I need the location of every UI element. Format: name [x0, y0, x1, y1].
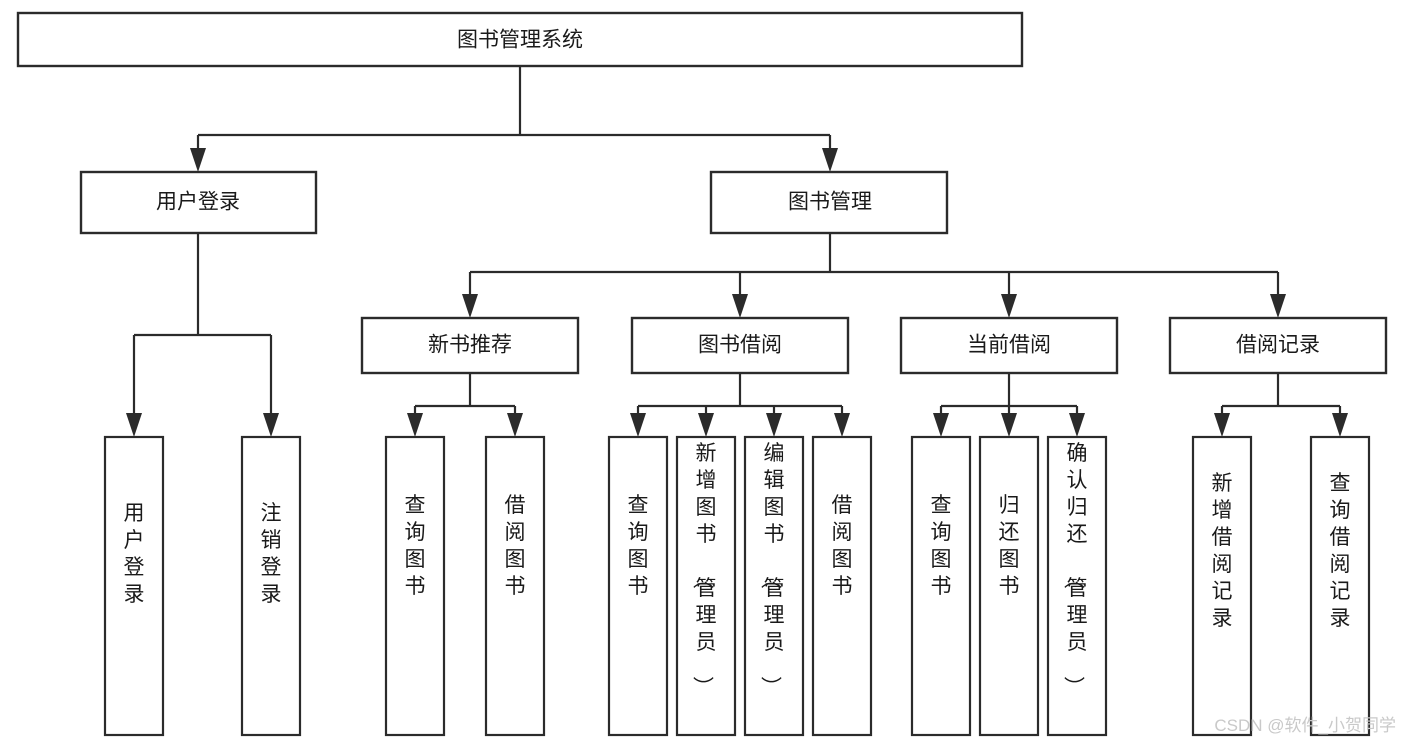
connector-layer [126, 66, 1348, 437]
node-root[interactable]: 图书管理系统 [16, 11, 1024, 68]
leaf-borrow-add-book[interactable]: 新增图书（管理员） [675, 435, 737, 737]
leaf-borrow-borrow-book[interactable]: 借阅图书 [811, 435, 873, 737]
leaf-borrow-add-book-label: 新增图书（管理员） [691, 442, 717, 697]
leaf-new-book-borrow[interactable]: 借阅图书 [484, 435, 546, 737]
node-root-label: 图书管理系统 [457, 29, 583, 52]
leaf-borrow-borrow-book-box [811, 435, 873, 737]
node-new-book-recommend-box [360, 316, 580, 375]
leaf-borrow-edit-book-label: 编辑图书（管理员） [759, 442, 785, 697]
leaf-user-login-login[interactable]: 用户登录 [103, 435, 165, 737]
leaf-record-query[interactable]: 查询借阅记录 [1309, 435, 1371, 737]
arrow-userlogin-leaf-1 [126, 413, 142, 437]
leaf-user-login-login-label: 用户登录 [124, 502, 145, 606]
leaf-current-confirm-return[interactable]: 确认归还（管理员） [1046, 435, 1108, 737]
leaf-new-book-query-label: 查询图书 [405, 494, 426, 598]
leaf-new-book-borrow-box [484, 435, 546, 737]
leaf-record-query-box [1309, 435, 1371, 737]
node-user-login[interactable]: 用户登录 [79, 170, 318, 235]
leaf-borrow-edit-book[interactable]: 编辑图书（管理员） [743, 435, 805, 737]
arrow-record-leaf-1 [1214, 413, 1230, 437]
arrow-newbook-leaf-2 [507, 413, 523, 437]
leaf-user-login-login-box [103, 435, 165, 737]
arrow-tier2-left [190, 148, 206, 172]
leaf-record-add-label: 新增借阅记录 [1212, 472, 1233, 630]
leaf-user-login-logout-label: 注销登录 [261, 502, 282, 606]
leaf-current-confirm-return-label: 确认归还（管理员） [1062, 442, 1088, 697]
node-new-book-recommend-label: 新书推荐 [428, 334, 512, 357]
node-new-book-recommend[interactable]: 新书推荐 [360, 316, 580, 375]
leaf-borrow-add-book-box [675, 435, 737, 737]
node-current-borrow[interactable]: 当前借阅 [899, 316, 1119, 375]
node-root-box [16, 11, 1024, 68]
leaf-current-return-book[interactable]: 归还图书 [978, 435, 1040, 737]
node-book-management[interactable]: 图书管理 [709, 170, 949, 235]
node-book-borrow[interactable]: 图书借阅 [630, 316, 850, 375]
node-book-management-label: 图书管理 [788, 191, 872, 214]
arrow-userlogin-leaf-2 [263, 413, 279, 437]
arrow-borrow-leaf-1 [630, 413, 646, 437]
node-user-login-label: 用户登录 [156, 191, 240, 214]
arrow-tier3-4 [1270, 294, 1286, 318]
arrow-tier3-1 [462, 294, 478, 318]
arrow-tier3-2 [732, 294, 748, 318]
arrow-tier2-right [822, 148, 838, 172]
node-borrow-record[interactable]: 借阅记录 [1168, 316, 1388, 375]
leaf-current-query-book[interactable]: 查询图书 [910, 435, 972, 737]
leaf-current-confirm-return-box [1046, 435, 1108, 737]
leaf-new-book-borrow-label: 借阅图书 [505, 494, 526, 598]
leaf-user-login-logout[interactable]: 注销登录 [240, 435, 302, 737]
leaf-record-add-box [1191, 435, 1253, 737]
leaf-current-query-book-box [910, 435, 972, 737]
leaf-borrow-query-book[interactable]: 查询图书 [607, 435, 669, 737]
leaf-current-return-book-box [978, 435, 1040, 737]
arrow-record-leaf-2 [1332, 413, 1348, 437]
leaf-borrow-query-book-box [607, 435, 669, 737]
node-borrow-record-box [1168, 316, 1388, 375]
arrow-current-leaf-2 [1001, 413, 1017, 437]
arrow-borrow-leaf-4 [834, 413, 850, 437]
leaf-borrow-borrow-book-label: 借阅图书 [832, 494, 853, 598]
arrow-current-leaf-1 [933, 413, 949, 437]
node-user-login-box [79, 170, 318, 235]
node-borrow-record-label: 借阅记录 [1236, 334, 1320, 357]
watermark-label: CSDN @软件_小贺同学 [1214, 716, 1396, 735]
leaf-record-query-label: 查询借阅记录 [1330, 472, 1351, 630]
arrow-tier3-3 [1001, 294, 1017, 318]
leaf-record-add[interactable]: 新增借阅记录 [1191, 435, 1253, 737]
leaf-user-login-logout-box [240, 435, 302, 737]
leaf-current-query-book-label: 查询图书 [931, 494, 952, 598]
arrow-current-leaf-3 [1069, 413, 1085, 437]
arrow-newbook-leaf-1 [407, 413, 423, 437]
leaf-borrow-query-book-label: 查询图书 [628, 494, 649, 598]
node-current-borrow-box [899, 316, 1119, 375]
node-current-borrow-label: 当前借阅 [967, 334, 1051, 357]
leaf-borrow-edit-book-box [743, 435, 805, 737]
node-book-management-box [709, 170, 949, 235]
arrow-borrow-leaf-3 [766, 413, 782, 437]
node-book-borrow-label: 图书借阅 [698, 334, 782, 357]
leaf-current-return-book-label: 归还图书 [999, 494, 1020, 598]
leaf-new-book-query-box [384, 435, 446, 737]
arrow-borrow-leaf-2 [698, 413, 714, 437]
node-book-borrow-box [630, 316, 850, 375]
leaf-new-book-query[interactable]: 查询图书 [384, 435, 446, 737]
